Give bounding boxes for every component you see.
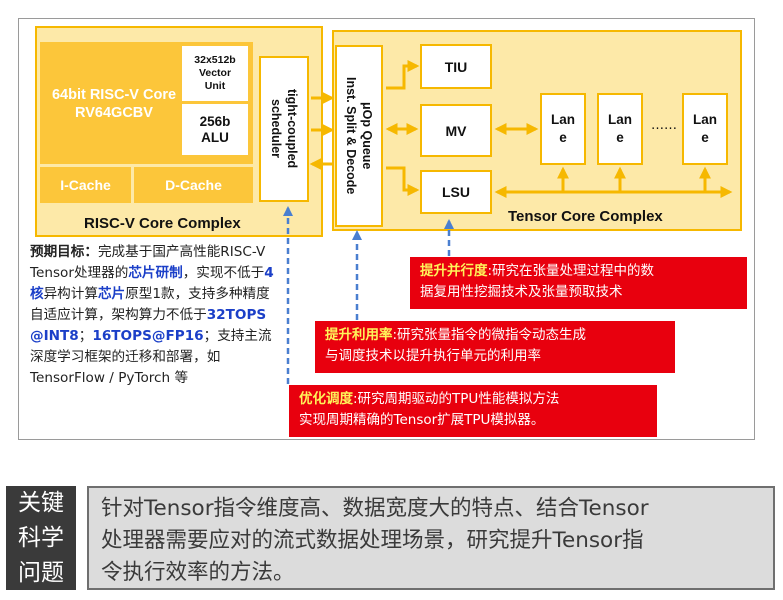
utilization-title: 提升利用率 — [325, 327, 393, 343]
lane-3: Lan e — [682, 93, 728, 165]
uop-queue: μOp Queue Inst. Split & Decode — [335, 45, 383, 227]
scheduling-title: 优化调度 — [299, 391, 353, 407]
goal-highlight-int8: 32TOPS @INT8 — [30, 307, 267, 344]
goal-highlight-chip: 芯片研制 — [128, 265, 183, 281]
vector-line-2: Vector — [198, 67, 232, 79]
scheduler-line-1: tight-coupled — [285, 89, 299, 169]
utilization-line-1: 提升利用率:研究张量指令的微指令动态生成 — [325, 325, 665, 346]
lsu-unit: LSU — [420, 170, 492, 214]
lane-3-line-2: e — [701, 130, 709, 145]
risc-v-complex-title: RISC-V Core Complex — [84, 215, 241, 232]
risc-v-core-label: 64bit RISC-V Core RV64GCBV — [44, 76, 184, 132]
goal-text-2: ，实现不低于 — [182, 265, 265, 281]
goal-text-6: ；支持主流深度学习框架的迁移和部署，如TensorFlow / PyTorch … — [30, 328, 272, 386]
kq-label-line-3: 问题 — [18, 560, 64, 586]
parallelism-box: 提升并行度:研究在张量处理过程中的数 据复用性挖掘技术及张量预取技术 — [410, 257, 747, 309]
goal-label: 预期目标： — [30, 244, 98, 260]
utilization-text-1: :研究张量指令的微指令动态生成 — [392, 327, 587, 343]
lanes-ellipsis: …… — [651, 118, 677, 133]
parallelism-text-1: :研究在张量处理过程中的数 — [487, 263, 655, 279]
kq-label-line-1: 关键 — [18, 490, 64, 516]
lane-1-line-2: e — [559, 130, 567, 145]
tight-coupled-scheduler: tight-coupled scheduler — [259, 56, 309, 202]
uop-line-2: Inst. Split & Decode — [344, 77, 358, 195]
scheduling-text-1: :研究周期驱动的TPU性能模拟方法 — [353, 391, 560, 407]
scheduler-line-2: scheduler — [269, 99, 283, 159]
kq-text-line-3: 令执行效率的方法。 — [101, 560, 295, 585]
kq-text-line-2: 处理器需要应对的流式数据处理场景，研究提升Tensor指 — [101, 528, 644, 553]
goal-highlight-fp16: 16TOPS@FP16 — [92, 328, 204, 344]
lane-2-line-1: Lan — [607, 112, 632, 127]
tiu-label: TIU — [444, 58, 468, 75]
goal-paragraph: 预期目标：完成基于国产高性能RISC-V Tensor处理器的芯片研制，实现不低… — [30, 242, 278, 389]
goal-text-3: 异构计算 — [43, 286, 98, 302]
dcache-label: D-Cache — [165, 177, 222, 193]
lane-2: Lan e — [597, 93, 643, 165]
goal-highlight-chip-2: 芯片 — [97, 286, 126, 302]
scheduling-text-2: 实现周期精确的Tensor扩展TPU模拟器。 — [299, 412, 545, 428]
core-line-2: RV64GCBV — [75, 105, 153, 121]
lsu-label: LSU — [442, 184, 470, 200]
uop-line-1: μOp Queue — [360, 102, 374, 170]
key-question-text: 针对Tensor指令维度高、数据宽度大的特点、结合Tensor 处理器需要应对的… — [87, 486, 775, 590]
goal-text-5: ； — [78, 328, 93, 344]
kq-label-line-2: 科学 — [18, 525, 64, 551]
vector-line-1: 32x512b — [194, 54, 236, 66]
utilization-text-2: 与调度技术以提升执行单元的利用率 — [325, 348, 541, 364]
vector-unit: 32x512b Vector Unit — [182, 46, 248, 101]
alu-line-1: 256b — [199, 113, 231, 129]
mv-label: MV — [445, 122, 467, 139]
icache: I-Cache — [40, 167, 131, 203]
goal-highlight-cores: 4核 — [30, 265, 274, 302]
goal-text-4: 原型1款，支持多种精度自适应计算，架构算力不低于 — [30, 286, 270, 323]
tiu-unit: TIU — [420, 44, 492, 89]
goal-text-1: 完成基于国产高性能RISC-V Tensor处理器的 — [30, 244, 266, 281]
lane-2-line-2: e — [616, 130, 624, 145]
lane-3-line-1: Lan — [692, 112, 717, 127]
vector-line-3: Unit — [204, 80, 226, 92]
parallelism-text-2: 据复用性挖掘技术及张量预取技术 — [420, 284, 623, 300]
alu: 256b ALU — [182, 104, 248, 155]
lane-1-line-1: Lan — [550, 112, 575, 127]
parallelism-title: 提升并行度 — [420, 263, 488, 279]
icache-label: I-Cache — [60, 177, 111, 193]
lane-1: Lan e — [540, 93, 586, 165]
scheduling-box: 优化调度:研究周期驱动的TPU性能模拟方法 实现周期精确的Tensor扩展TPU… — [289, 385, 657, 437]
utilization-box: 提升利用率:研究张量指令的微指令动态生成 与调度技术以提升执行单元的利用率 — [315, 321, 675, 373]
parallelism-line-1: 提升并行度:研究在张量处理过程中的数 — [420, 261, 737, 282]
tensor-complex-title: Tensor Core Complex — [508, 208, 663, 225]
dcache: D-Cache — [134, 167, 253, 203]
mv-unit: MV — [420, 104, 492, 157]
core-line-1: 64bit RISC-V Core — [51, 87, 177, 103]
key-question-label: 关键 科学 问题 — [6, 486, 76, 590]
alu-line-2: ALU — [201, 129, 229, 145]
kq-text-line-1: 针对Tensor指令维度高、数据宽度大的特点、结合Tensor — [101, 496, 649, 521]
scheduling-line-1: 优化调度:研究周期驱动的TPU性能模拟方法 — [299, 389, 647, 410]
